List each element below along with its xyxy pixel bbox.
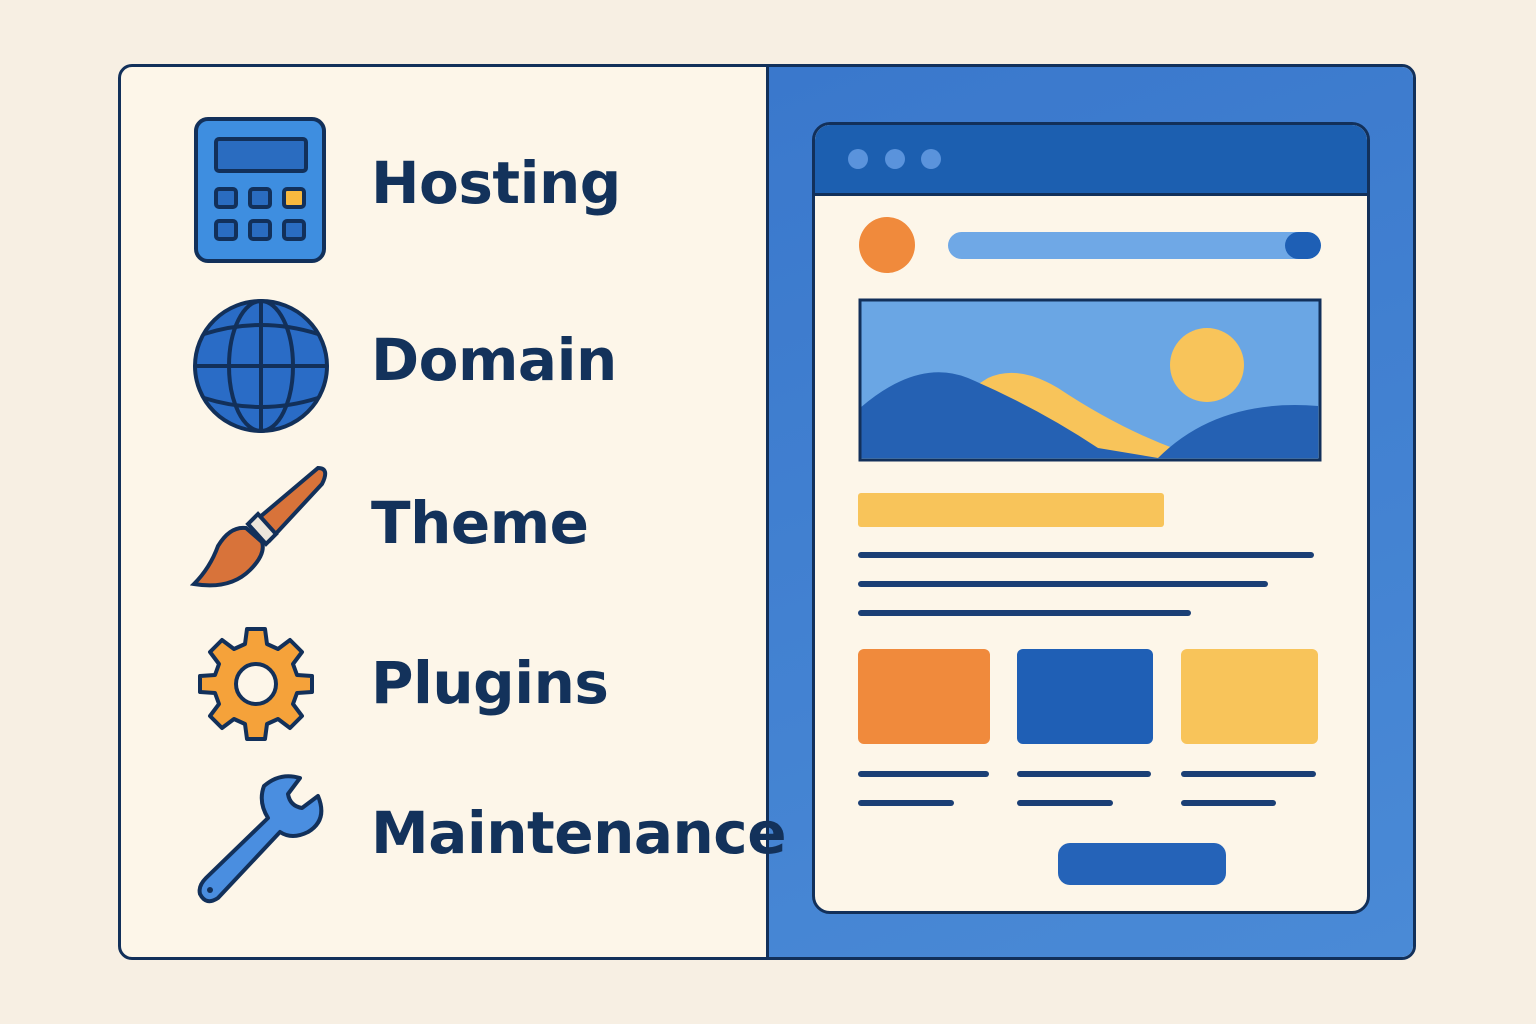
text-line: [858, 610, 1191, 616]
label-hosting: Hosting: [371, 149, 621, 217]
text-line: [1017, 771, 1151, 777]
card-blue: [1017, 649, 1153, 744]
text-line: [1181, 771, 1316, 777]
cta-button[interactable]: [1058, 843, 1226, 885]
paintbrush-icon: [190, 465, 328, 588]
label-maintenance: Maintenance: [371, 799, 787, 867]
heading-placeholder: [858, 493, 1164, 527]
text-line: [858, 581, 1268, 587]
hero-image: [858, 298, 1322, 462]
label-theme: Theme: [371, 489, 589, 557]
card-yellow: [1181, 649, 1318, 744]
window-dot: [848, 149, 868, 169]
text-line: [1017, 800, 1113, 806]
text-line: [858, 800, 954, 806]
search-button: [1285, 232, 1321, 259]
text-line: [858, 771, 989, 777]
sun-icon: [1170, 328, 1244, 402]
search-bar: [948, 232, 1321, 259]
browser-window: [812, 122, 1370, 914]
window-dot: [921, 149, 941, 169]
avatar: [859, 217, 915, 273]
label-plugins: Plugins: [371, 649, 609, 717]
text-line: [1181, 800, 1276, 806]
wrench-icon: [197, 774, 324, 904]
browser-title-bar: [815, 125, 1367, 196]
globe-icon: [193, 299, 329, 433]
window-dot: [885, 149, 905, 169]
gear-icon: [198, 627, 314, 741]
calculator-icon: [194, 117, 326, 263]
card-orange: [858, 649, 990, 744]
text-line: [858, 552, 1314, 558]
label-domain: Domain: [371, 326, 617, 394]
